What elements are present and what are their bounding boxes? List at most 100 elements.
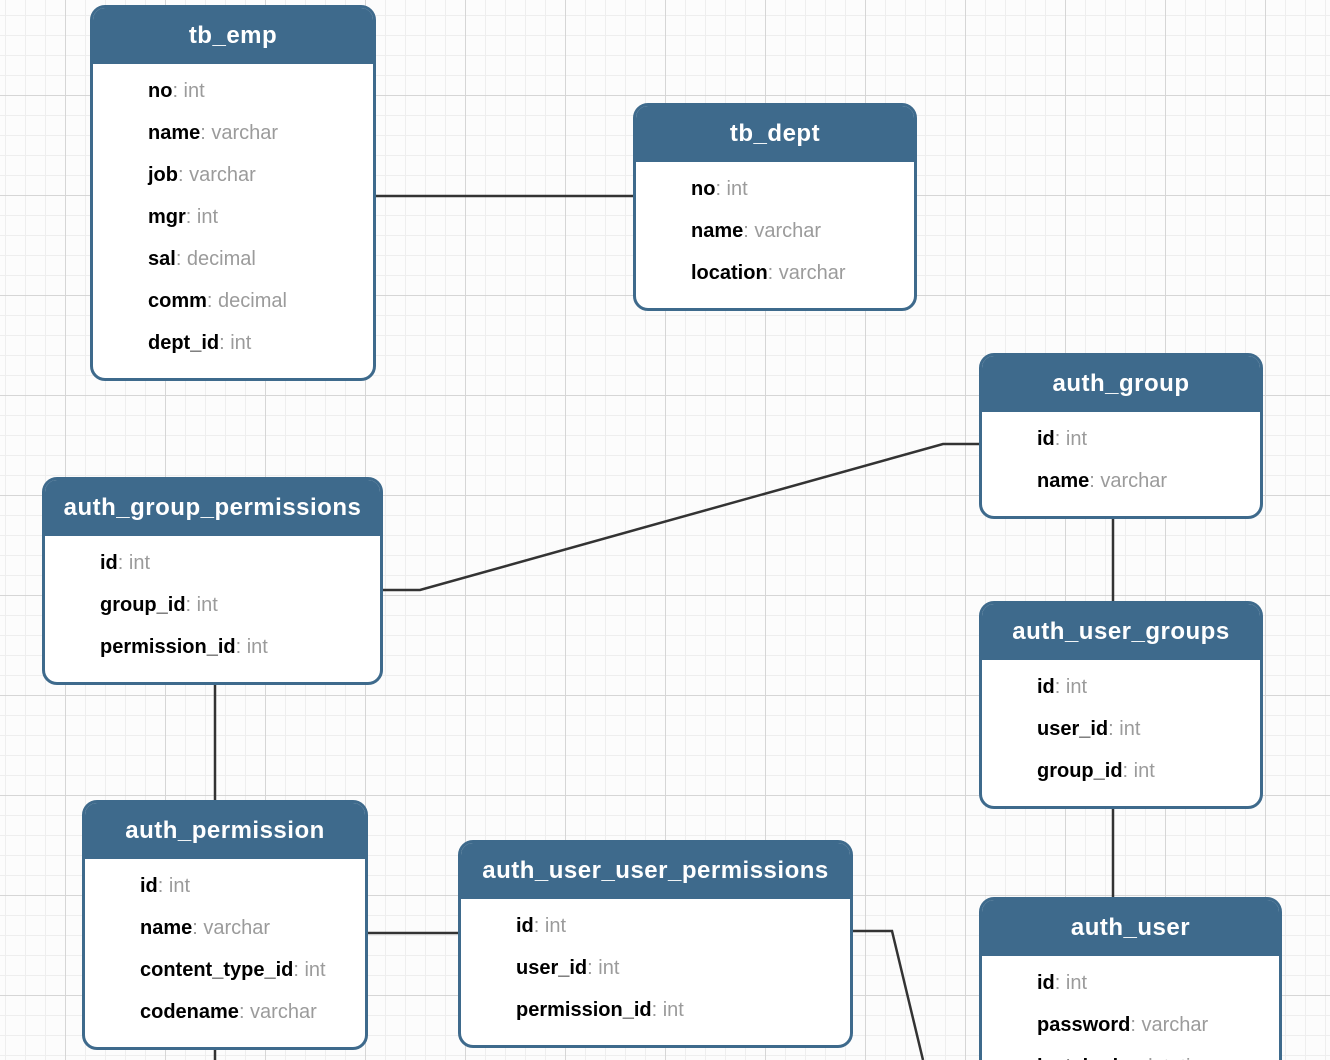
field-name: user_id (516, 957, 588, 979)
field-name: mgr (148, 206, 186, 228)
field-type: : int (1054, 972, 1088, 994)
field-row: group_id: int (982, 750, 1260, 792)
relationship-line-auth_group_permissions-auth_group (383, 442, 979, 592)
field-type: : int (715, 178, 748, 200)
field-type: : varchar (192, 917, 271, 939)
field-type: : int (219, 332, 252, 354)
field-type: : int (172, 80, 205, 102)
field-type: : int (185, 594, 218, 616)
field-row: codename: varchar (85, 991, 365, 1033)
field-name: permission_id (100, 636, 236, 658)
field-name: id (140, 875, 158, 897)
field-type: : int (293, 959, 326, 981)
field-row: job: varchar (93, 154, 373, 196)
field-name: codename (140, 1001, 239, 1023)
field-type: : varchar (238, 1001, 317, 1023)
field-type: : int (1054, 428, 1088, 450)
field-name: name (691, 220, 744, 242)
field-type: : int (587, 957, 620, 979)
field-type: : int (185, 206, 219, 228)
field-row: id: int (982, 962, 1279, 1004)
field-name: group_id (100, 594, 186, 616)
field-name: content_type_id (140, 959, 294, 981)
field-name: no (148, 80, 173, 102)
field-name: no (691, 178, 716, 200)
field-name: permission_id (516, 999, 652, 1021)
field-row: permission_id: int (45, 626, 380, 668)
field-name: id (1037, 972, 1055, 994)
entity-title-auth-group-permissions[interactable]: auth_group_permissions (45, 480, 380, 536)
field-name: group_id (1037, 760, 1123, 782)
field-type: : int (1054, 676, 1088, 698)
entity-title-auth-user[interactable]: auth_user (982, 900, 1279, 956)
field-name: user_id (1037, 718, 1109, 740)
field-row: last_login: datetime (982, 1046, 1279, 1060)
field-name: last_login (1037, 1056, 1130, 1060)
field-row: content_type_id: int (85, 949, 365, 991)
field-name: password (1037, 1014, 1131, 1036)
field-name: name (140, 917, 193, 939)
entity-title-auth-user-groups[interactable]: auth_user_groups (982, 604, 1260, 660)
field-type: : decimal (206, 290, 287, 312)
field-type: : int (117, 552, 151, 574)
field-row: dept_id: int (93, 322, 373, 364)
field-type: : int (1108, 718, 1141, 740)
field-row: id: int (45, 542, 380, 584)
field-type: : int (651, 999, 684, 1021)
field-row: group_id: int (45, 584, 380, 626)
field-row: sal: decimal (93, 238, 373, 280)
entity-title-tb-emp[interactable]: tb_emp (93, 8, 373, 64)
field-row: user_id: int (982, 708, 1260, 750)
field-row: comm: decimal (93, 280, 373, 322)
field-name: dept_id (148, 332, 220, 354)
field-name: name (148, 122, 201, 144)
field-row: password: varchar (982, 1004, 1279, 1046)
field-row: no: int (636, 168, 914, 210)
field-row: user_id: int (461, 947, 850, 989)
field-row: name: varchar (982, 460, 1260, 502)
field-type: : varchar (1130, 1014, 1209, 1036)
field-type: : varchar (1089, 470, 1168, 492)
field-row: id: int (982, 666, 1260, 708)
field-name: comm (148, 290, 207, 312)
field-row: name: varchar (636, 210, 914, 252)
field-name: id (100, 552, 118, 574)
field-row: permission_id: int (461, 989, 850, 1031)
field-name: name (1037, 470, 1090, 492)
field-type: : int (157, 875, 191, 897)
field-row: mgr: int (93, 196, 373, 238)
field-name: id (1037, 676, 1055, 698)
field-name: job (148, 164, 178, 186)
entity-title-tb-dept[interactable]: tb_dept (636, 106, 914, 162)
field-type: : varchar (767, 262, 846, 284)
entity-title-auth-user-user-permissions[interactable]: auth_user_user_permissions (461, 843, 850, 899)
field-row: id: int (85, 865, 365, 907)
field-type: : varchar (200, 122, 279, 144)
entity-title-auth-group[interactable]: auth_group (982, 356, 1260, 412)
field-name: id (516, 915, 534, 937)
field-type: : int (1122, 760, 1155, 782)
field-row: name: varchar (85, 907, 365, 949)
entity-title-auth-permission[interactable]: auth_permission (85, 803, 365, 859)
field-type: : varchar (743, 220, 822, 242)
field-type: : decimal (175, 248, 256, 270)
field-row: no: int (93, 70, 373, 112)
field-type: : int (235, 636, 268, 658)
